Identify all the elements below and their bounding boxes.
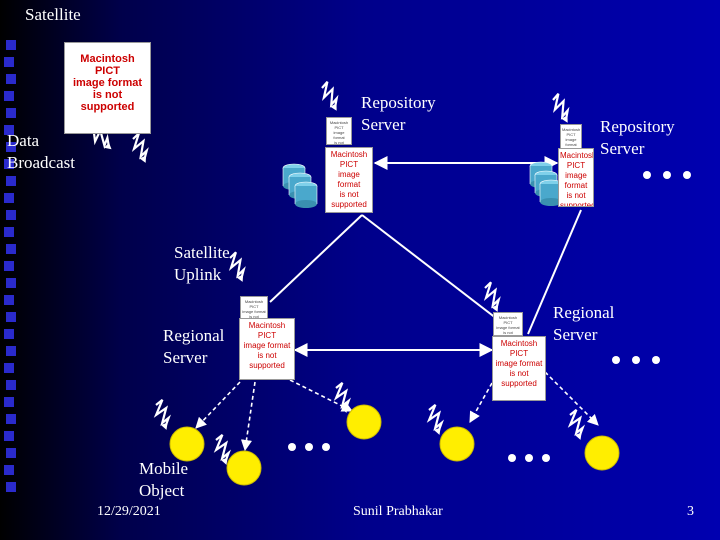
regional-server-placeholder-1: Macintosh PICT image format is not suppo… xyxy=(239,318,295,380)
repo-server-placeholder-1: Macintosh PICT image format is not suppo… xyxy=(325,147,373,213)
regional-server-small-placeholder-2: Macintosh PICT image format is not suppo… xyxy=(493,312,523,336)
sidebar-square xyxy=(6,210,16,220)
sidebar-square xyxy=(6,142,16,152)
sidebar-square xyxy=(6,312,16,322)
sidebar-square xyxy=(4,431,14,441)
mobile-object-label: Mobile Object xyxy=(139,459,189,500)
sidebar-square xyxy=(4,329,14,339)
sidebar-square xyxy=(4,227,14,237)
repository-server-label-1: Repository Server xyxy=(361,93,436,134)
wireless-icon-broadcast-2 xyxy=(127,132,155,166)
sidebar-square xyxy=(6,244,16,254)
sidebar-square xyxy=(4,125,14,135)
sidebar-square xyxy=(6,40,16,50)
sidebar-square xyxy=(6,380,16,390)
slide-title: Satellite xyxy=(25,5,81,24)
mobile-object-1 xyxy=(169,426,205,462)
link-repo-regional-left xyxy=(269,214,363,303)
satellite-image-placeholder: Macintosh PICT image format is not suppo… xyxy=(64,42,151,134)
sidebar-square xyxy=(4,465,14,475)
wireless-icon-mobile-5 xyxy=(564,408,590,443)
sidebar-square xyxy=(6,448,16,458)
wireless-icon-repo-2 xyxy=(547,92,577,126)
regional-server-placeholder-2: Macintosh PICT image format is not suppo… xyxy=(492,336,546,401)
sidebar-square xyxy=(4,397,14,407)
wireless-icon-mobile-3 xyxy=(330,381,356,416)
repo-server-small-placeholder-1: Macintosh PICT image format is not suppo… xyxy=(326,117,352,145)
footer-date: 12/29/2021 xyxy=(97,504,161,519)
wireless-icon-repo-1 xyxy=(316,80,346,114)
dashed-link-5 xyxy=(544,371,599,426)
mobile-object-5 xyxy=(584,435,620,471)
ellipsis-icon-mobile-2 xyxy=(508,454,550,462)
footer-author: Sunil Prabhakar xyxy=(353,504,443,519)
satellite-uplink-label: Satellite Uplink xyxy=(174,243,230,284)
sidebar-square xyxy=(4,295,14,305)
mobile-object-3 xyxy=(346,404,382,440)
sidebar-square xyxy=(4,193,14,203)
sidebar-square xyxy=(6,108,16,118)
mobile-object-2 xyxy=(226,450,262,486)
sidebar-square xyxy=(4,91,14,101)
repo-server-small-placeholder-2: Macintosh PICT image format is not suppo… xyxy=(560,124,582,150)
sidebar-square xyxy=(4,363,14,373)
ellipsis-icon-regional xyxy=(612,356,660,364)
repo-server-placeholder-2: Macintosh PICT image format is not suppo… xyxy=(558,148,594,207)
sidebar-square xyxy=(4,261,14,271)
link-repo-regional-right xyxy=(361,214,519,336)
ellipsis-icon-mobile-1 xyxy=(288,443,330,451)
footer-page-number: 3 xyxy=(687,504,694,519)
dashed-link-4 xyxy=(469,382,493,423)
sidebar-square xyxy=(6,176,16,186)
repository-server-label-2: Repository Server xyxy=(600,117,675,158)
data-broadcast-label: Data Broadcast xyxy=(7,131,75,172)
sidebar-square xyxy=(6,346,16,356)
wireless-icon-mobile-4 xyxy=(423,403,449,438)
sidebar-square xyxy=(6,278,16,288)
sidebar-square xyxy=(6,414,16,424)
sidebar-square xyxy=(4,159,14,169)
dashed-link-1 xyxy=(195,381,241,429)
ellipsis-icon-repo xyxy=(643,171,691,179)
dashed-link-2 xyxy=(240,381,256,452)
database-stack-icon-left xyxy=(282,163,318,209)
wireless-icon-mobile-1 xyxy=(150,398,176,433)
regional-server-label-2: Regional Server xyxy=(553,303,615,344)
sidebar-square xyxy=(4,57,14,67)
sidebar-square xyxy=(6,482,16,492)
mobile-object-4 xyxy=(439,426,475,462)
regional-server-label-1: Regional Server xyxy=(163,326,225,367)
link-repo2-regional-right xyxy=(527,209,582,335)
sidebar-square xyxy=(6,74,16,84)
decorative-sidebar xyxy=(0,0,22,500)
